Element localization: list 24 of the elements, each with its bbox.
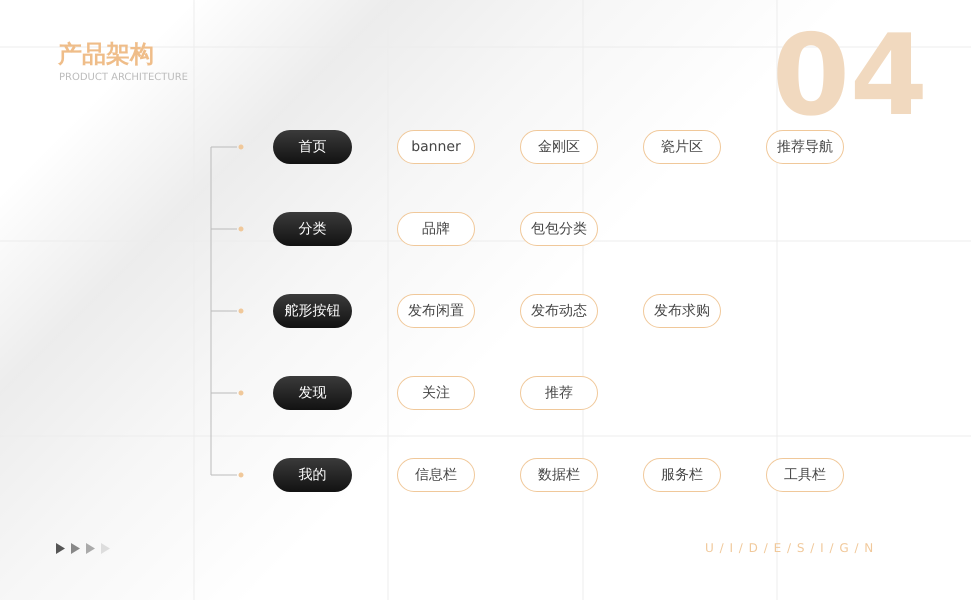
page-number: 04 (772, 20, 928, 132)
footer-text: U / I / D / E / S / I / G / N (705, 541, 874, 555)
category-pill: 发现 (273, 376, 352, 410)
category-pill: 分类 (273, 212, 352, 246)
feature-pill: 发布闲置 (397, 294, 475, 328)
feature-pill: 关注 (397, 376, 475, 410)
feature-pill: 发布求购 (643, 294, 721, 328)
feature-pill: 瓷片区 (643, 130, 721, 164)
category-pill: 我的 (273, 458, 352, 492)
category-pill: 首页 (273, 130, 352, 164)
feature-pill: 包包分类 (520, 212, 598, 246)
feature-pill: banner (397, 130, 475, 164)
subtitle: PRODUCT ARCHITECTURE (59, 72, 188, 83)
feature-pill: 信息栏 (397, 458, 475, 492)
feature-pill: 推荐导航 (766, 130, 844, 164)
feature-pill: 服务栏 (643, 458, 721, 492)
feature-pill: 推荐 (520, 376, 598, 410)
feature-pill: 数据栏 (520, 458, 598, 492)
feature-pill: 品牌 (397, 212, 475, 246)
feature-pill: 工具栏 (766, 458, 844, 492)
feature-pill: 金刚区 (520, 130, 598, 164)
category-pill: 舵形按钮 (273, 294, 352, 328)
feature-pill: 发布动态 (520, 294, 598, 328)
title: 产品架构 (58, 38, 154, 70)
